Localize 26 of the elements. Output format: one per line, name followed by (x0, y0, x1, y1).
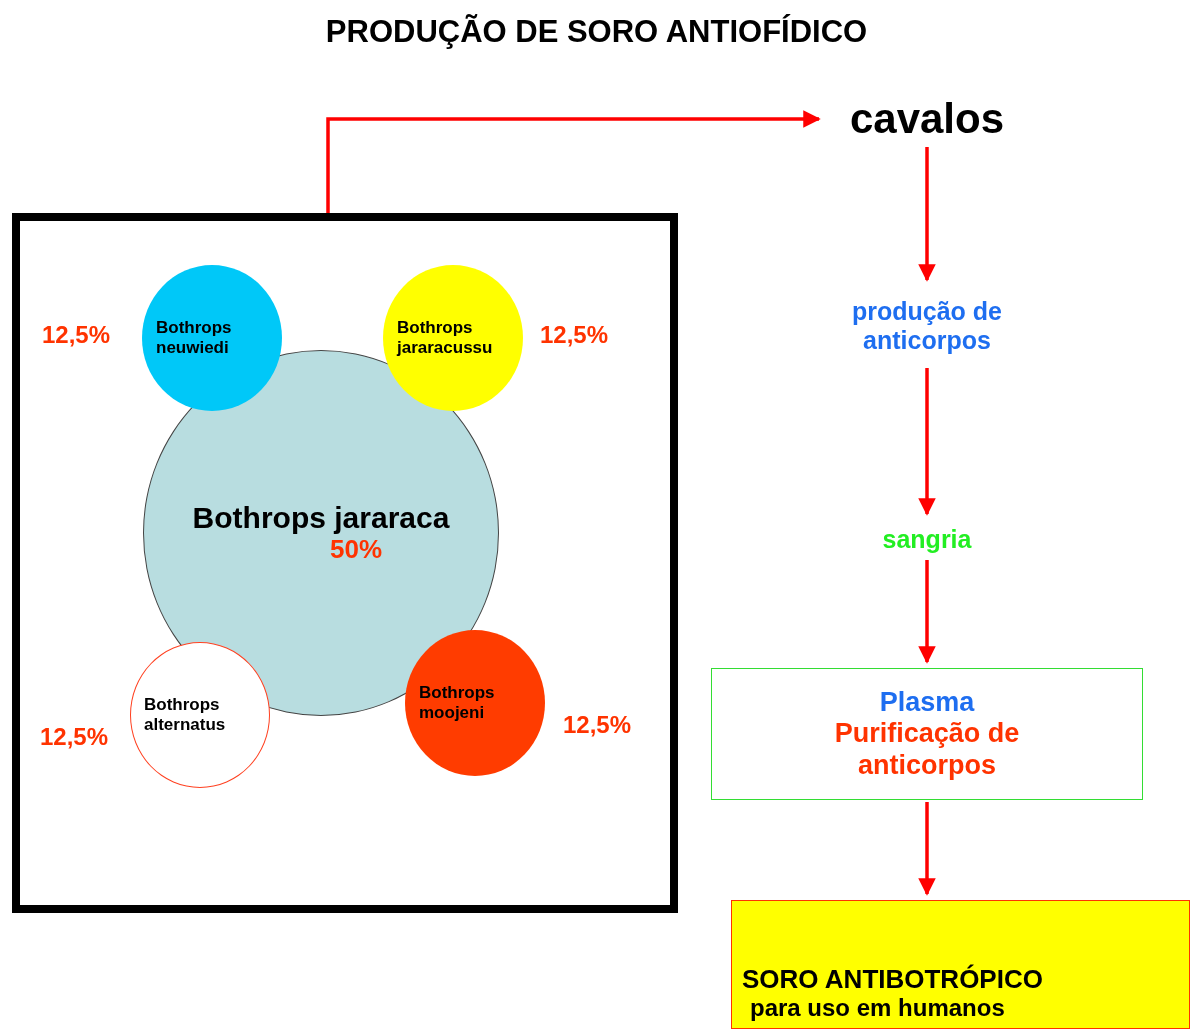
result-box (731, 900, 1190, 1029)
node-text: Bothrops jararacussu (397, 318, 494, 358)
node-text: Bothrops neuwiedi (156, 318, 233, 358)
diagram-title: PRODUÇÃO DE SORO ANTIOFÍDICO (324, 14, 869, 50)
node-subtext: 50% (329, 535, 382, 566)
percentage-label: 12,5% (40, 723, 109, 751)
percentage-label: 12,5% (42, 321, 111, 349)
node-text: SORO ANTIBOTRÓPICO (742, 964, 1043, 995)
percentage-label: 12,5% (540, 321, 609, 349)
percentage-label: 12,5% (563, 711, 632, 739)
arrow (326, 110, 821, 213)
node-text: Bothrops moojeni (419, 683, 496, 723)
node-text: cavalos (849, 94, 1005, 144)
frame-box (12, 213, 678, 913)
arrow (918, 368, 936, 516)
arrow (918, 802, 936, 896)
node-subtext: para uso em humanos (750, 994, 1005, 1022)
process-box (711, 668, 1143, 800)
node-text: Bothrops jararaca (192, 500, 450, 536)
node-text: produção de anticorpos (851, 297, 1003, 355)
node-text: Plasma (879, 687, 975, 719)
node-text: Bothrops alternatus (144, 695, 227, 735)
arrow (918, 560, 936, 664)
node-subtext: Purificação de anticorpos (833, 718, 1021, 781)
arrow (918, 147, 936, 282)
node-text: sangria (882, 524, 972, 554)
